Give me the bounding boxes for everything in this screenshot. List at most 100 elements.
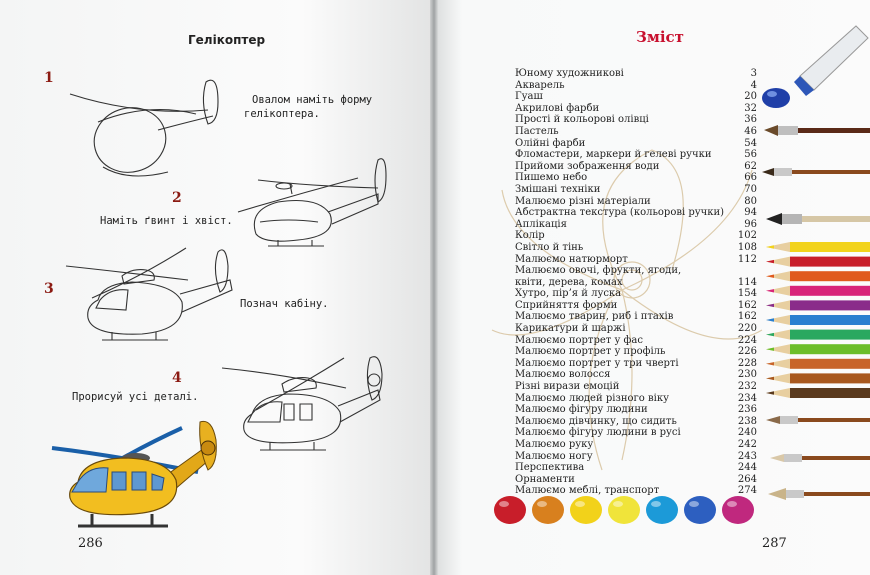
toc-entry: Акрилові фарби 32 bbox=[515, 103, 757, 115]
toc-entry-page: 244 bbox=[737, 462, 757, 474]
toc-entry-title: Аплікація bbox=[515, 218, 567, 230]
pencil-tip bbox=[766, 388, 790, 398]
toc-entry-title: Олійні фарби bbox=[515, 137, 586, 149]
pencil-tip bbox=[766, 329, 790, 340]
toc-entry-title: Акрилові фарби bbox=[515, 102, 600, 114]
helicopter-colored-illustration bbox=[51, 420, 217, 528]
toc-entry-title: Хутро, пір’я й луска bbox=[515, 288, 622, 300]
toc-entry-page: 70 bbox=[744, 183, 757, 195]
step-number-2: 2 bbox=[172, 190, 182, 206]
pencil-tip bbox=[766, 373, 790, 384]
toc-entry-title: Пишемо небо bbox=[515, 172, 588, 184]
toc-entry-title: Малюємо дівчинку, що сидить bbox=[515, 415, 677, 427]
toc-entry-page: 234 bbox=[737, 392, 757, 404]
toc-entry-title: Світло й тінь bbox=[515, 241, 584, 253]
toc-entry-title: Малюємо фігуру людини bbox=[515, 404, 648, 416]
pencil-lead bbox=[766, 332, 774, 337]
toc-entry-page: 32 bbox=[744, 102, 757, 114]
pencil-body bbox=[790, 315, 870, 325]
paint-blob bbox=[532, 496, 564, 524]
toc-entry-page: 66 bbox=[744, 172, 757, 184]
toc-entry: Пишемо небо 66 bbox=[515, 172, 757, 184]
toc-entry-title: Юному художникові bbox=[515, 68, 624, 79]
toc-entry-page: 96 bbox=[744, 218, 757, 230]
toc-entry-title: Малюємо ногу bbox=[515, 450, 593, 462]
toc-entry: Абстрактна текстура (кольорові ручки)94 bbox=[515, 207, 757, 219]
pencil-body bbox=[790, 344, 870, 355]
helicopter-sketch-step-3 bbox=[65, 247, 233, 341]
toc-entry-page: 54 bbox=[744, 137, 757, 149]
pencil-body bbox=[790, 271, 870, 282]
pencil-lead bbox=[766, 318, 774, 322]
toc-entry-title: Змішані техніки bbox=[515, 183, 601, 195]
toc-entry-title: Малюємо портрет у фас bbox=[515, 334, 643, 346]
paint-tube-icon bbox=[762, 25, 869, 108]
toc-entry-title: Малюємо тварин, риб і птахів bbox=[515, 311, 674, 323]
step-1-line-2: гелікоптера. bbox=[244, 108, 320, 120]
pencil-lead bbox=[766, 303, 774, 308]
pencil-lead bbox=[766, 245, 774, 249]
pencil-body bbox=[790, 256, 870, 267]
toc-entry-title: Малюємо волосся bbox=[515, 369, 611, 381]
toc-entry-page bbox=[735, 265, 757, 277]
toc-entry-page: 232 bbox=[737, 381, 757, 393]
toc-entry: Малюємо меблі, транспорт 274 bbox=[515, 485, 757, 497]
step-1-line-1: Овалом наміть форму bbox=[252, 94, 373, 106]
flower-sketch-background bbox=[491, 149, 763, 471]
pencil-lead bbox=[766, 289, 774, 293]
pencil-tip bbox=[766, 285, 790, 296]
toc-entry-title: Малюємо фігуру людини в русі bbox=[515, 427, 681, 439]
paint-blob-highlight bbox=[499, 501, 509, 507]
pencil-lead bbox=[766, 362, 774, 366]
toc-entry-title: Малюємо різні матеріали bbox=[515, 195, 651, 207]
paint-blob bbox=[646, 496, 678, 524]
toc-entry-page: 80 bbox=[744, 195, 757, 207]
paint-blobs-row bbox=[494, 496, 754, 524]
toc-entry-title: квіти, дерева, комах bbox=[515, 276, 623, 288]
toc-entry-page: 20 bbox=[744, 91, 757, 103]
toc-entry: Юному художникові 3 bbox=[515, 68, 757, 80]
toc-entry-title: Різні вирази емоцій bbox=[515, 381, 620, 393]
pencil-tip bbox=[766, 300, 790, 311]
toc-entry-page: 242 bbox=[737, 439, 757, 450]
toc-entry-page: 3 bbox=[750, 68, 757, 79]
helicopter-sketch-step-4 bbox=[222, 356, 383, 451]
toc-entry-page: 274 bbox=[737, 485, 757, 497]
pencil-lead bbox=[766, 347, 774, 351]
pencil-tip bbox=[766, 315, 790, 325]
helicopter-sketch-step-2 bbox=[237, 158, 387, 247]
page-title: Гелікоптер bbox=[188, 33, 266, 47]
toc-entry-title: Малюємо меблі, транспорт bbox=[515, 485, 660, 497]
toc-title: Зміст bbox=[636, 28, 684, 46]
pencil-tip bbox=[766, 358, 790, 369]
toc-entry-title: Гуаш bbox=[515, 91, 543, 103]
toc-entry-title: Малюємо портрет у три чверті bbox=[515, 357, 679, 369]
toc-entry-title: Малюємо натюрморт bbox=[515, 253, 628, 265]
paint-blob bbox=[684, 496, 716, 524]
pencil-body bbox=[790, 358, 870, 369]
paint-blob bbox=[608, 496, 640, 524]
pencil-body bbox=[790, 300, 870, 311]
toc-entry-page: 238 bbox=[737, 415, 757, 427]
toc-entry-page: 228 bbox=[737, 357, 757, 369]
toc-entry-page: 240 bbox=[737, 427, 757, 439]
toc-entry: Малюємо овочі, фрукти, ягоди, bbox=[515, 265, 757, 277]
step-number-1: 1 bbox=[44, 70, 54, 86]
pencil-body bbox=[790, 242, 870, 252]
paint-blob-highlight bbox=[613, 501, 623, 507]
pencil-lead bbox=[766, 376, 774, 381]
toc-entry: Різні вирази емоцій 232 bbox=[515, 381, 757, 393]
step-number-3: 3 bbox=[44, 281, 54, 297]
toc-entry-page: 94 bbox=[744, 207, 757, 219]
pencil-body bbox=[790, 329, 870, 340]
toc-entry-title: Орнаменти bbox=[515, 473, 575, 485]
book-spine bbox=[430, 0, 438, 575]
